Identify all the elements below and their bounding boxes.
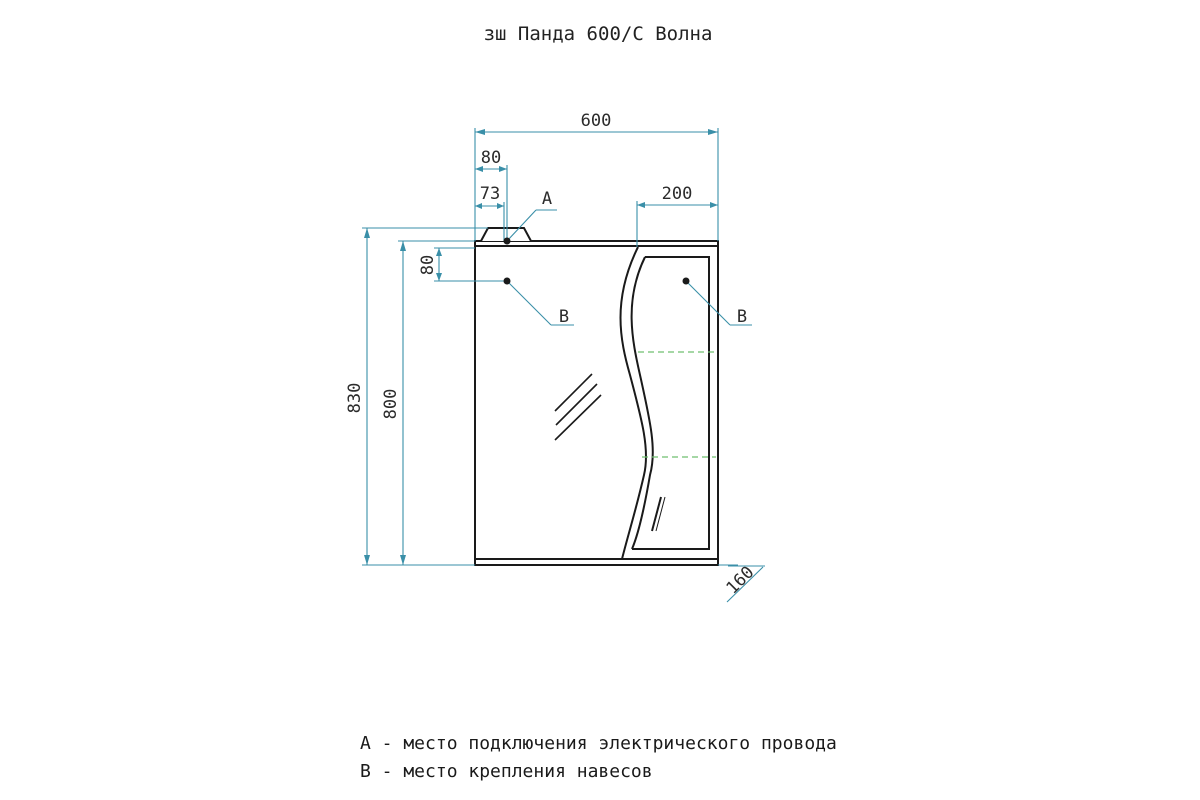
dim-top-offset: 80 xyxy=(418,255,438,275)
connection-points xyxy=(503,237,690,285)
dimension-lines xyxy=(362,128,765,603)
marker-b-left-label: B xyxy=(559,307,569,327)
dim-total-width: 600 xyxy=(581,111,612,131)
marker-a-label: A xyxy=(542,189,552,209)
dim-door-width: 200 xyxy=(662,184,693,204)
cabinet-outline xyxy=(474,227,719,566)
wave-door xyxy=(619,246,710,560)
point-b-right xyxy=(682,277,690,285)
mirror-reflection-marks xyxy=(554,373,602,441)
legend: A - место подключения электрического про… xyxy=(360,730,837,786)
legend-item-b: B - место крепления навесов xyxy=(360,761,653,782)
dim-body-height: 800 xyxy=(381,389,401,420)
dimension-arrows xyxy=(364,129,718,565)
point-b-left xyxy=(503,277,511,285)
point-a xyxy=(503,237,511,245)
shelves xyxy=(638,351,716,458)
dim-side-offset: 80 xyxy=(481,148,501,168)
dim-inner-offset: 73 xyxy=(480,184,500,204)
legend-item-a: A - место подключения электрического про… xyxy=(360,733,837,754)
marker-b-right-label: B xyxy=(737,307,747,327)
dim-total-height: 830 xyxy=(345,383,365,414)
drawing-title: зш Панда 600/С Волна xyxy=(484,23,713,45)
dim-depth: 160 xyxy=(723,563,759,599)
dimension-labels: 600 80 73 200 830 800 80 160 A B B xyxy=(345,111,758,598)
